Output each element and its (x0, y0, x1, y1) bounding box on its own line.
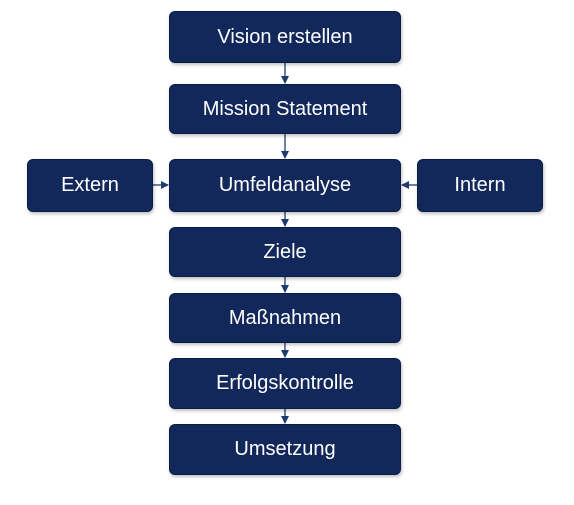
node-label: Vision erstellen (217, 25, 353, 48)
node-vision-erstellen: Vision erstellen (169, 11, 401, 63)
node-label: Erfolgskontrolle (216, 372, 354, 394)
node-ziele: Ziele (169, 227, 401, 277)
node-label: Umfeldanalyse (218, 174, 352, 196)
node-label: Maßnahmen (228, 306, 342, 329)
node-label: Ziele (263, 240, 307, 263)
node-label: Mission Statement (202, 97, 368, 120)
node-extern: Extern (27, 159, 153, 212)
node-massnahmen: Maßnahmen (169, 293, 401, 343)
node-umfeldanalyse: Umfeldanalyse (169, 159, 401, 212)
node-mission-statement: Mission Statement (169, 84, 401, 134)
node-intern: Intern (417, 159, 543, 212)
node-umsetzung: Umsetzung (169, 424, 401, 475)
node-label: Extern (61, 174, 119, 196)
node-label: Umsetzung (234, 438, 336, 460)
node-label: Intern (454, 174, 506, 196)
node-erfolgskontrolle: Erfolgskontrolle (169, 358, 401, 409)
